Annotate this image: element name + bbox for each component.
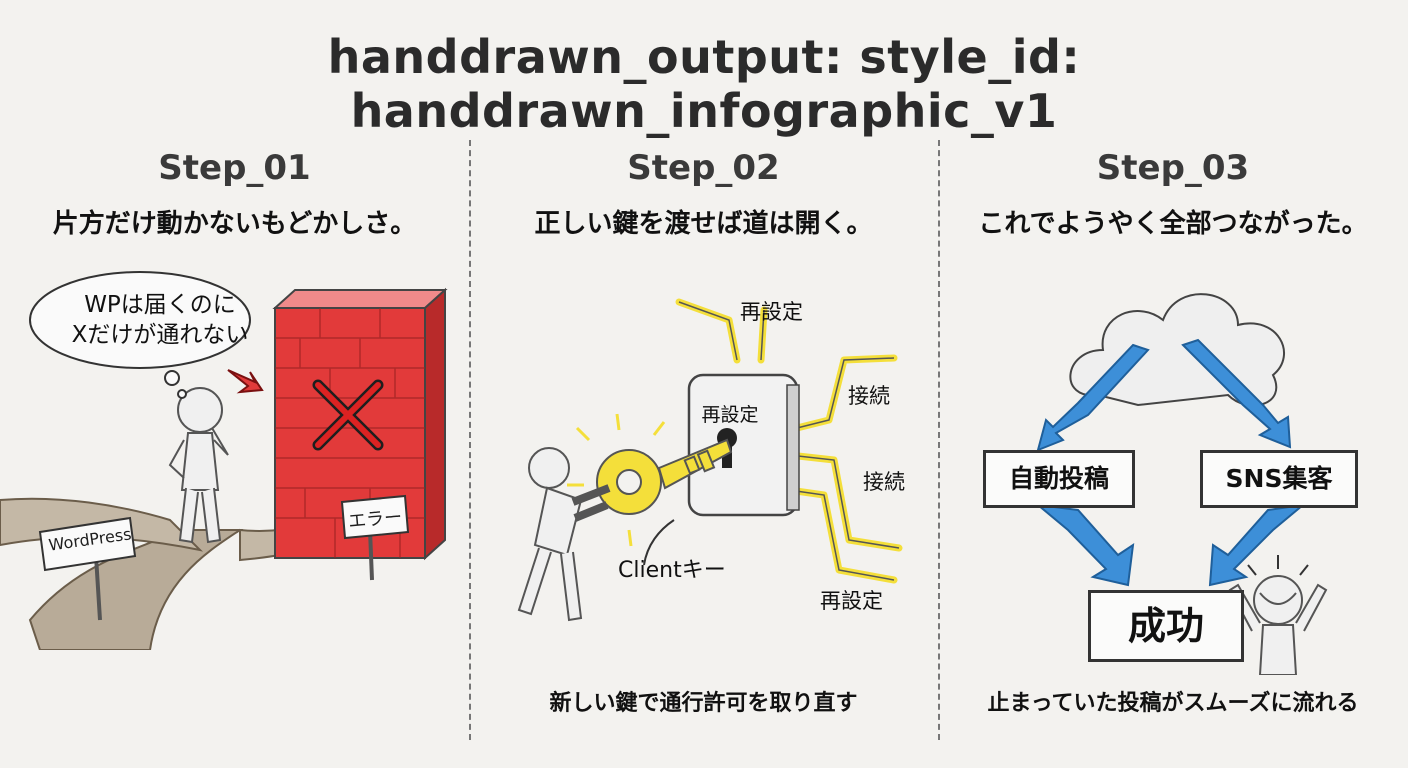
sign-wordpress xyxy=(38,516,137,621)
arrow-icon xyxy=(227,369,264,394)
step-3-bottom-caption: 止まっていた投稿がスムーズに流れる xyxy=(987,691,1359,716)
label-top-reset: 再設定 xyxy=(740,300,803,324)
bubble-line-1: WPは届くのに xyxy=(84,292,236,318)
step-3-label: Step_03 xyxy=(1096,148,1250,188)
joy-lines-icon xyxy=(1247,555,1309,576)
lock-box xyxy=(687,373,800,517)
step-1-label: Step_01 xyxy=(158,148,311,188)
step-1-caption: 片方だけ動かないもどかしさ。 xyxy=(52,209,417,239)
divider-1 xyxy=(469,140,471,740)
lock-box-label: 再設定 xyxy=(701,404,759,426)
box-success: 成功 xyxy=(1088,590,1244,662)
sparkle-icon xyxy=(567,413,666,547)
step-1-illustration xyxy=(0,271,448,650)
client-key-label: Clientキー xyxy=(618,558,726,583)
x-mark-icon xyxy=(312,379,384,451)
cheering-person-icon xyxy=(1228,575,1328,675)
box-auto-post: 自動投稿 xyxy=(983,450,1135,508)
bubble-line-2: Xだけが通れない xyxy=(71,322,249,348)
sign-error-label: エラー xyxy=(347,506,403,533)
thinking-person-icon xyxy=(168,387,229,544)
label-connect-2: 接続 xyxy=(863,470,905,494)
page-title: handdrawn_output: style_id: handdrawn_in… xyxy=(327,30,1081,138)
step-2-bottom-caption: 新しい鍵で通行許可を取り直す xyxy=(549,691,858,716)
thought-bubble xyxy=(29,271,251,399)
step-2-caption: 正しい鍵を渡せば道は開く。 xyxy=(534,209,873,239)
thought-bubble-text: WPは届くのに Xだけが通れない xyxy=(45,290,275,350)
pointer-line xyxy=(643,519,675,566)
error-wall xyxy=(272,287,448,561)
label-connect-1: 接続 xyxy=(848,384,890,408)
key-icon xyxy=(596,438,733,515)
flow-arrows xyxy=(1034,338,1307,587)
step-2-illustration xyxy=(517,298,903,622)
box-sns: SNS集客 xyxy=(1200,450,1358,508)
divider-2 xyxy=(938,140,940,740)
sign-error xyxy=(340,494,410,581)
pushing-person-icon xyxy=(517,447,611,622)
label-bottom-reset: 再設定 xyxy=(820,589,883,613)
step-2-label: Step_02 xyxy=(627,148,780,188)
step-3-caption: これでようやく全部つながった。 xyxy=(978,209,1368,239)
